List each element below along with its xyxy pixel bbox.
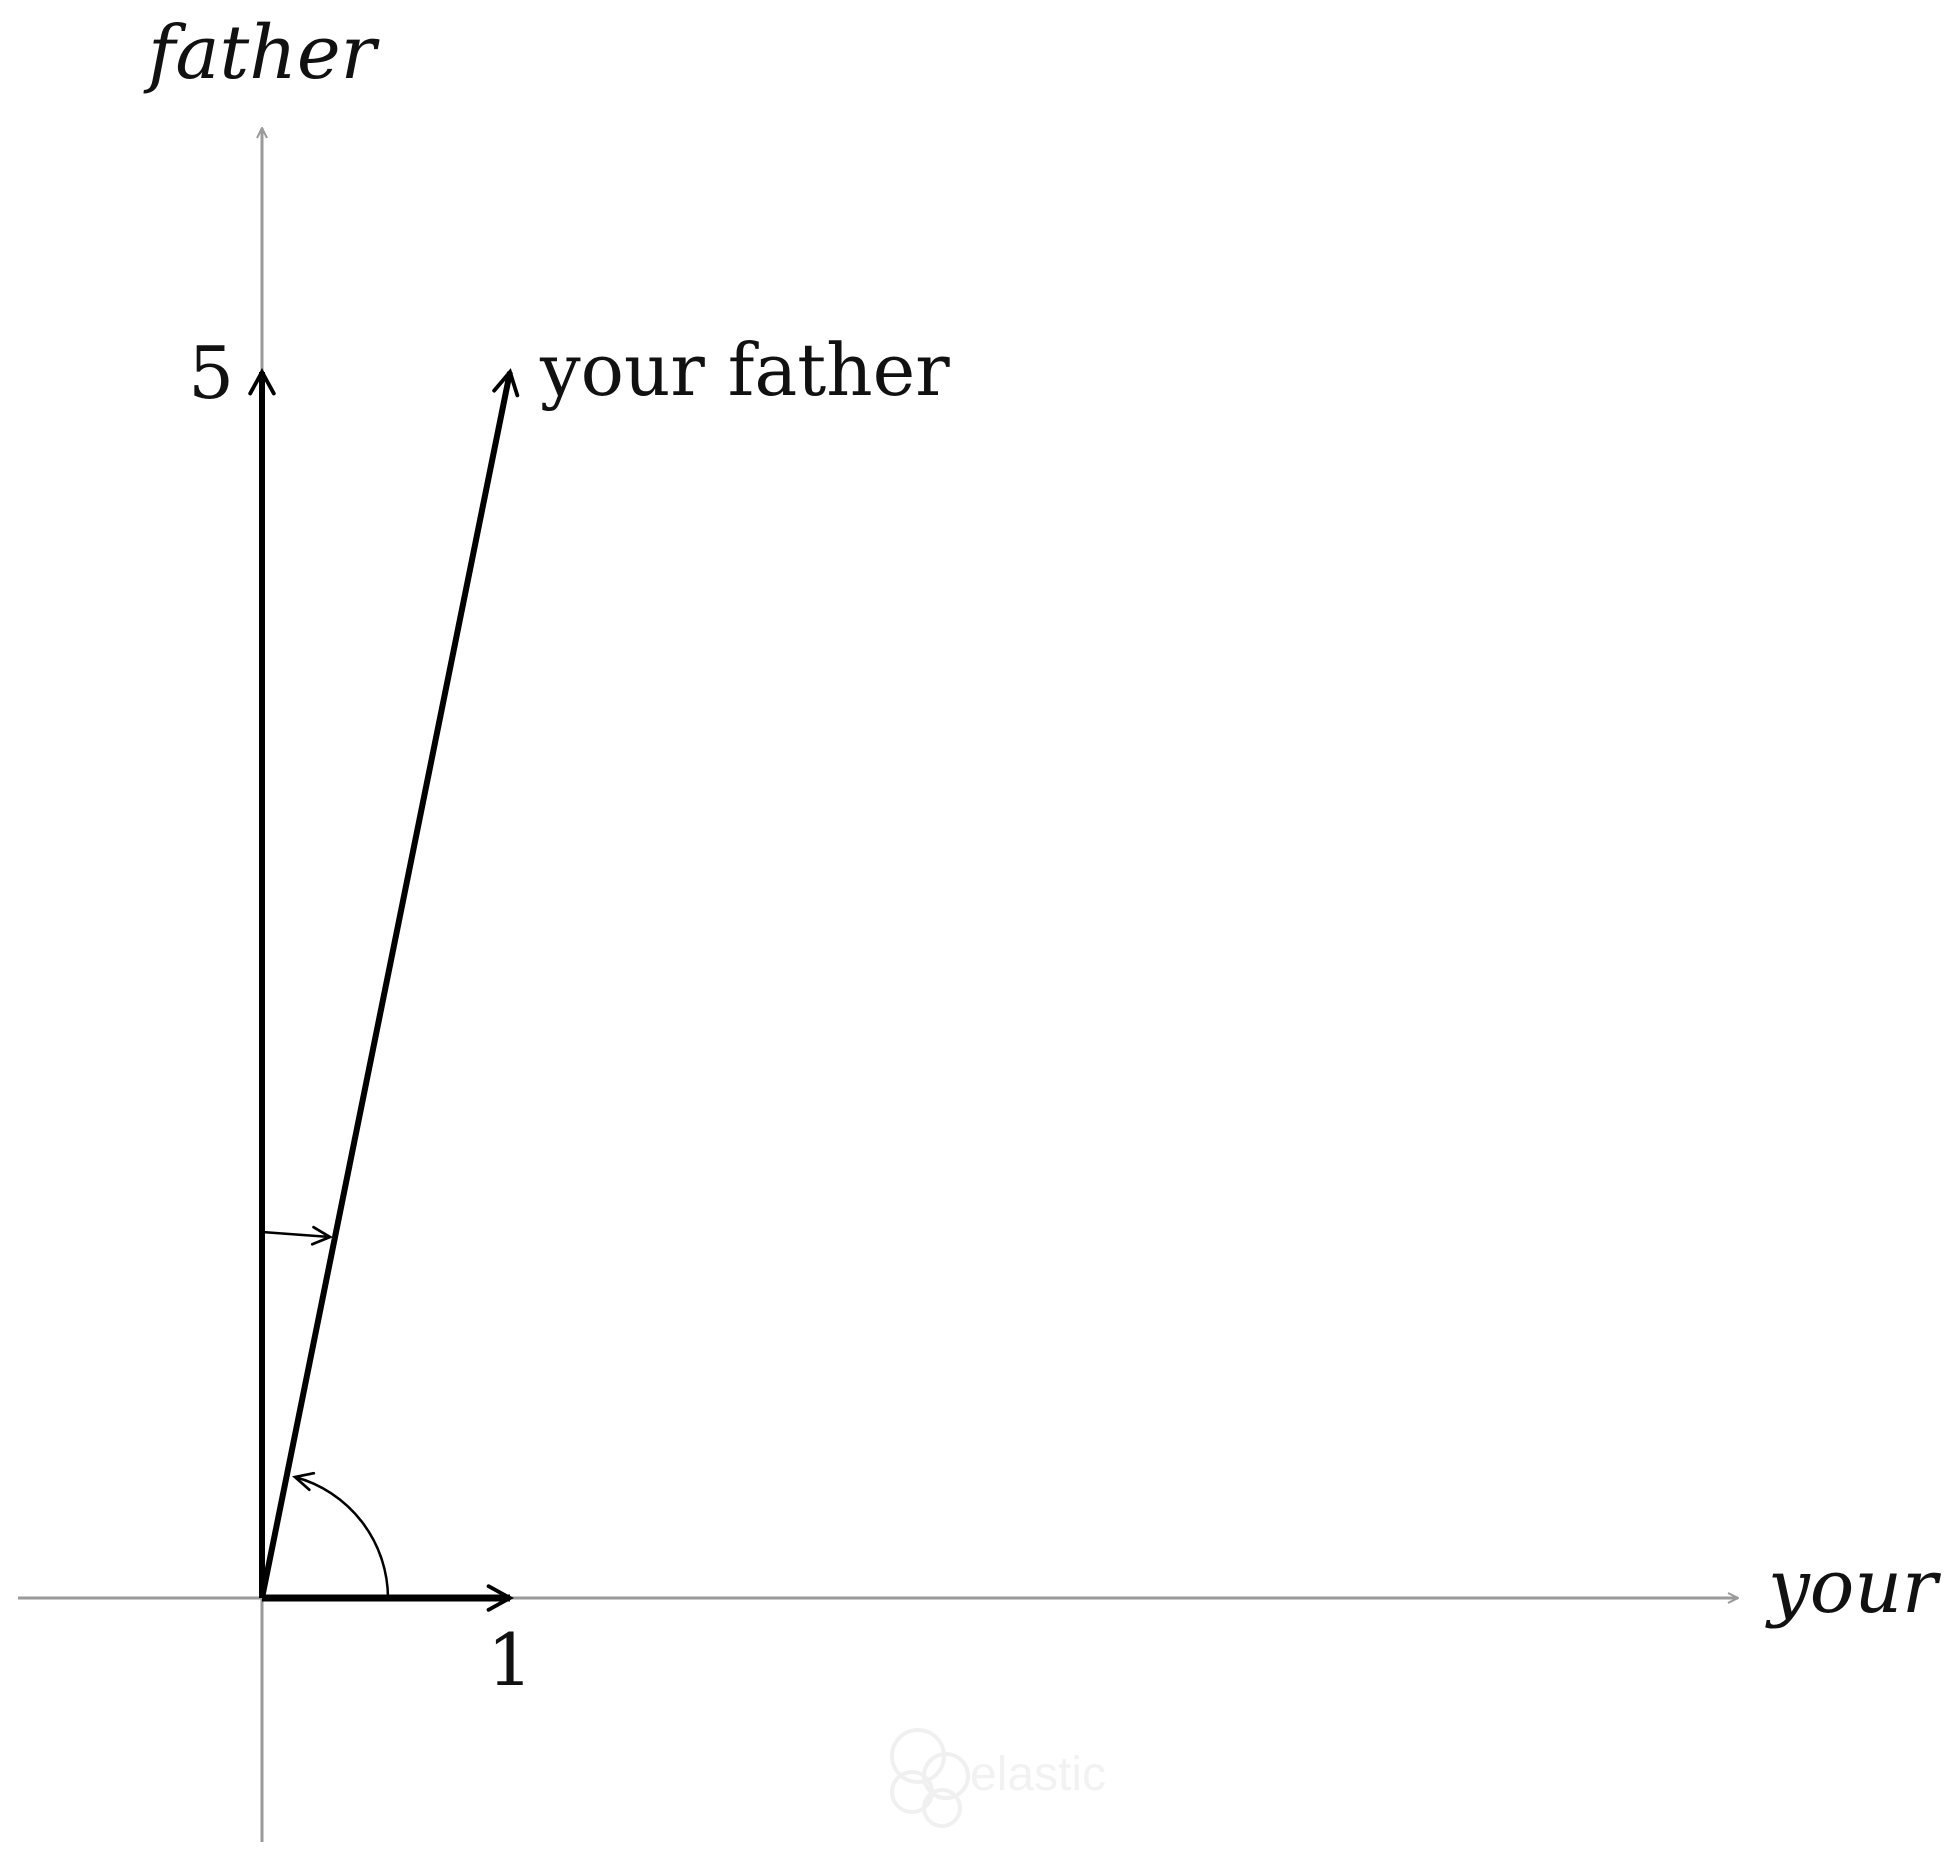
y-tick-label: 5 (188, 331, 234, 415)
elastic-logo-icon (890, 1728, 970, 1828)
angle-arc (292, 1471, 390, 1599)
x-tick-label: 1 (487, 1618, 533, 1702)
vectors (248, 367, 520, 1612)
y-axis-label: father (143, 10, 381, 96)
vector-your-father (259, 368, 520, 1599)
shift-arrow (261, 1225, 334, 1246)
watermark-text: elastic (970, 1748, 1106, 1801)
watermark: elastic (890, 1728, 1106, 1828)
x-axis-label: your (1765, 1544, 1942, 1630)
vector-label-your-father: your father (539, 328, 950, 412)
